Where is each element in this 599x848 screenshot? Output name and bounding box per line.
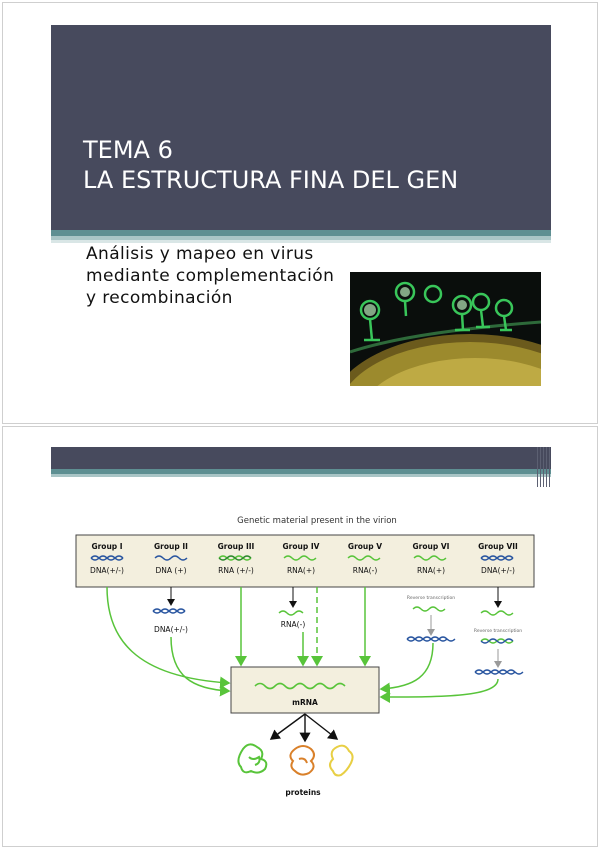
protein-green	[237, 743, 268, 774]
group-7-name: Group VII	[478, 542, 518, 551]
groups-box	[75, 534, 535, 588]
baltimore-diagram: Genetic material present in the virion G…	[75, 516, 535, 797]
group-6-material: RNA(+)	[417, 566, 445, 575]
title-line-1: TEMA 6	[83, 136, 173, 164]
title-band	[51, 25, 551, 230]
accent-stripe-pale	[51, 240, 551, 243]
mrna-label: mRNA	[292, 698, 318, 707]
group-6-name: Group VI	[413, 542, 450, 551]
group-3-material: RNA (+/-)	[218, 566, 254, 575]
accent-stripe-light	[51, 236, 551, 240]
accent-stripe	[51, 230, 551, 236]
group-4-material: RNA(+)	[287, 566, 315, 575]
slide-subtitle: Análisis y mapeo en virus mediante compl…	[86, 244, 335, 308]
title-line-2: LA ESTRUCTURA FINA DEL GEN	[83, 166, 459, 194]
group-1-name: Group I	[91, 542, 122, 551]
protein-orange	[289, 745, 315, 776]
group-5-name: Group V	[348, 542, 382, 551]
slide-1: TEMA 6 LA ESTRUCTURA FINA DEL GEN Anális…	[2, 2, 598, 424]
group-2-intermediate: DNA(+/-)	[154, 625, 188, 634]
slide-2: Genetic material present in the virion G…	[2, 426, 598, 847]
accent-stripe-light	[51, 474, 551, 477]
group-7-rt-label: Reverse transcription	[474, 628, 522, 634]
proteins-label: proteins	[285, 788, 321, 797]
header-band	[51, 447, 551, 469]
mrna-box	[230, 666, 380, 714]
protein-yellow	[329, 744, 354, 777]
group-2-material: DNA (+)	[155, 566, 186, 575]
group-4-intermediate: RNA(-)	[281, 620, 306, 629]
group-2-name: Group II	[154, 542, 188, 551]
group-4-name: Group IV	[283, 542, 320, 551]
group-3-name: Group III	[218, 542, 255, 551]
slide-title: TEMA 6 LA ESTRUCTURA FINA DEL GEN	[83, 135, 458, 195]
group-5-material: RNA(-)	[353, 566, 378, 575]
accent-stripe	[51, 469, 551, 474]
group-1-material: DNA(+/-)	[90, 566, 124, 575]
hatch-decoration	[537, 447, 551, 487]
diagram-title: Genetic material present in the virion	[237, 516, 397, 526]
group-6-rt-label: Reverse transcription	[407, 595, 455, 601]
phage-micrograph	[350, 272, 541, 386]
group-7-material: DNA(+/-)	[481, 566, 515, 575]
